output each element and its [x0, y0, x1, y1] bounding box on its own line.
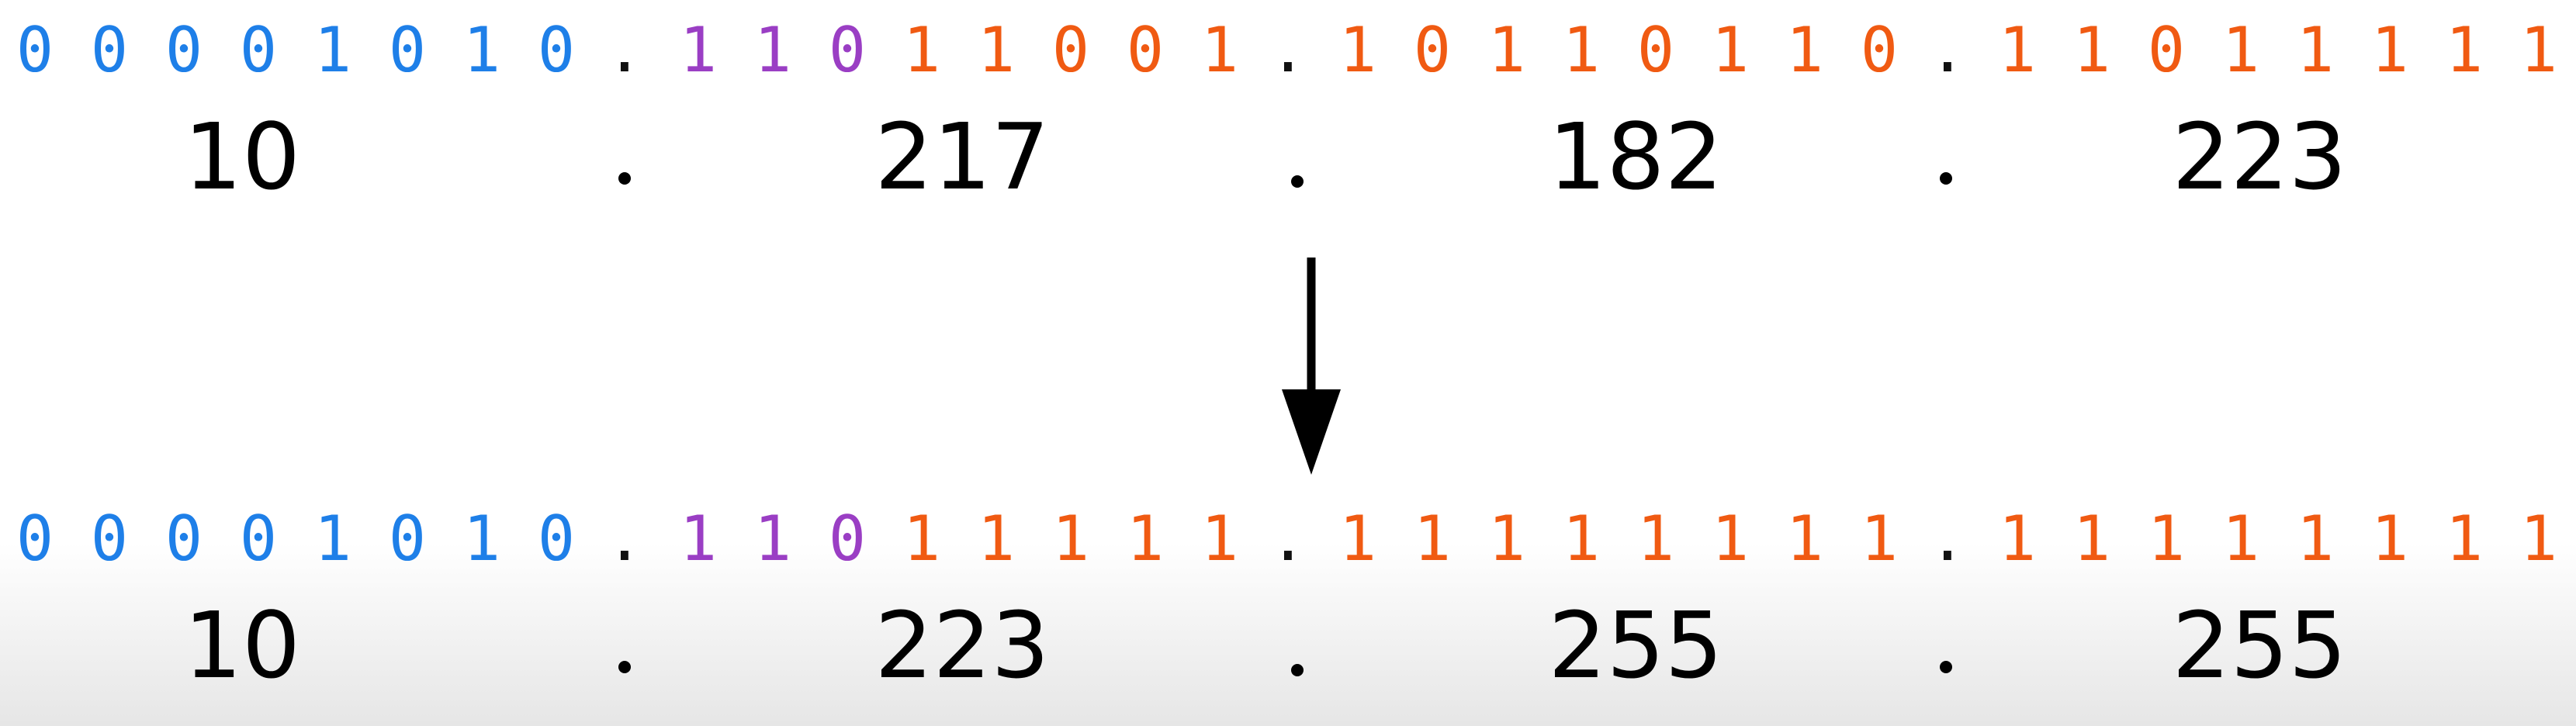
result-octet-4-bit-5: 1: [2296, 503, 2335, 575]
result-octet-2-bit-3: 0: [828, 503, 867, 575]
original-octet-2-bit-2: 1: [753, 14, 792, 86]
original-octet-2-bit-3: 0: [828, 14, 867, 86]
result-octet-2-bit-1: 1: [679, 503, 718, 575]
result-octet-2-bit-4: 1: [902, 503, 941, 575]
original-octet-2-bit-7: 0: [1126, 14, 1165, 86]
original-octet-4-bit-7: 1: [2445, 14, 2484, 86]
result-octet-3-decimal: 255: [1548, 592, 1723, 699]
original-octet-3-bit-4: 1: [1562, 14, 1601, 86]
original-octet-3-bit-2: 0: [1413, 14, 1452, 86]
original-octet-3-bit-5: 0: [1636, 14, 1675, 86]
result-binary-separator-2: .: [1269, 503, 1307, 575]
original-octet-2-bit-8: 1: [1200, 14, 1239, 86]
original-octet-1-decimal: 10: [183, 103, 301, 210]
original-octet-4-bit-8: 1: [2519, 14, 2558, 86]
result-octet-1-bit-4: 0: [239, 503, 278, 575]
result-octet-2-decimal: 223: [874, 592, 1050, 699]
result-decimal-separator-1: [618, 661, 631, 673]
result-octet-3-bit-4: 1: [1562, 503, 1601, 575]
result-octet-3-bit-2: 1: [1413, 503, 1452, 575]
original-binary-separator-1: .: [605, 14, 644, 86]
original-octet-4-decimal: 223: [2172, 103, 2347, 210]
original-decimal-separator-2: [1291, 175, 1304, 188]
result-octet-3-bit-8: 1: [1860, 503, 1899, 575]
result-octet-1-bit-5: 1: [313, 503, 352, 575]
original-octet-4-bit-1: 1: [1998, 14, 2037, 86]
original-decimal-separator-1: [618, 172, 631, 185]
result-octet-4-bit-3: 1: [2147, 503, 2186, 575]
original-octet-4-bit-6: 1: [2370, 14, 2409, 86]
result-octet-1-decimal: 10: [183, 592, 301, 699]
original-octet-1-bit-8: 0: [537, 14, 576, 86]
original-octet-3-bit-7: 1: [1785, 14, 1824, 86]
result-octet-3-bit-7: 1: [1785, 503, 1824, 575]
original-octet-1-bit-5: 1: [313, 14, 352, 86]
result-octet-3-bit-1: 1: [1338, 503, 1377, 575]
original-octet-4-bit-5: 1: [2296, 14, 2335, 86]
result-octet-1-bit-1: 0: [16, 503, 54, 575]
original-octet-2-bit-5: 1: [977, 14, 1016, 86]
result-octet-2-bit-5: 1: [977, 503, 1016, 575]
result-octet-3-bit-5: 1: [1636, 503, 1675, 575]
result-octet-1-bit-7: 1: [462, 503, 501, 575]
result-octet-2-bit-7: 1: [1126, 503, 1165, 575]
original-octet-3-bit-1: 1: [1338, 14, 1377, 86]
result-decimal-separator-3: [1940, 661, 1952, 673]
result-octet-3-bit-6: 1: [1711, 503, 1750, 575]
result-octet-2-bit-2: 1: [753, 503, 792, 575]
original-octet-4-bit-3: 0: [2147, 14, 2186, 86]
original-octet-1-bit-2: 0: [90, 14, 129, 86]
result-binary-separator-3: .: [1928, 503, 1967, 575]
original-octet-3-bit-3: 1: [1487, 14, 1526, 86]
original-octet-2-bit-4: 1: [902, 14, 941, 86]
result-decimal-row: 10 223 255 255: [0, 583, 2576, 707]
original-binary-separator-3: .: [1928, 14, 1967, 86]
original-octet-1-bit-4: 0: [239, 14, 278, 86]
original-octet-4-bit-4: 1: [2221, 14, 2260, 86]
result-octet-3-bit-3: 1: [1487, 503, 1526, 575]
original-octet-1-bit-6: 0: [388, 14, 427, 86]
original-binary-separator-2: .: [1269, 14, 1307, 86]
result-octet-4-bit-6: 1: [2370, 503, 2409, 575]
result-octet-4-bit-1: 1: [1998, 503, 2037, 575]
original-octet-3-bit-6: 1: [1711, 14, 1750, 86]
original-octet-2-bit-1: 1: [679, 14, 718, 86]
result-decimal-separator-2: [1291, 664, 1304, 676]
original-octet-4-bit-2: 1: [2072, 14, 2111, 86]
result-octet-1-bit-2: 0: [90, 503, 129, 575]
result-octet-2-bit-8: 1: [1200, 503, 1239, 575]
result-octet-4-decimal: 255: [2172, 592, 2347, 699]
result-octet-4-bit-7: 1: [2445, 503, 2484, 575]
result-octet-1-bit-6: 0: [388, 503, 427, 575]
result-octet-4-bit-8: 1: [2519, 503, 2558, 575]
result-octet-4-bit-4: 1: [2221, 503, 2260, 575]
original-decimal-separator-3: [1940, 172, 1952, 185]
original-octet-1-bit-7: 1: [462, 14, 501, 86]
result-octet-1-bit-8: 0: [537, 503, 576, 575]
original-octet-3-bit-8: 0: [1860, 14, 1899, 86]
original-decimal-row: 10 217 182 223: [0, 95, 2576, 219]
original-octet-2-bit-6: 0: [1051, 14, 1090, 86]
original-octet-1-bit-3: 0: [164, 14, 203, 86]
down-arrow-icon: [1282, 258, 1341, 475]
original-octet-2-decimal: 217: [874, 103, 1050, 210]
original-octet-3-decimal: 182: [1548, 103, 1723, 210]
result-binary-separator-1: .: [605, 503, 644, 575]
result-octet-1-bit-3: 0: [164, 503, 203, 575]
result-octet-4-bit-2: 1: [2072, 503, 2111, 575]
original-octet-1-bit-1: 0: [16, 14, 54, 86]
result-octet-2-bit-6: 1: [1051, 503, 1090, 575]
